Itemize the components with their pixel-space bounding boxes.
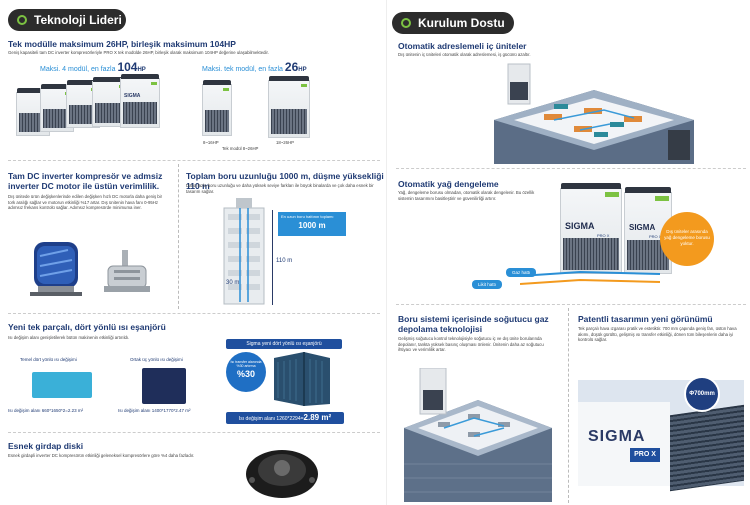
design-unit-image: SIGMA PRO X Φ700mm — [578, 376, 744, 492]
combined-value: 104 — [117, 60, 138, 74]
exchanger-c-area-prefix: Isı değişim alanı 1260*2294= — [238, 416, 304, 422]
single-unit: HP — [298, 67, 307, 73]
badge-label: Teknoloji Lideri — [34, 13, 122, 27]
liquid-line-tag: Likit hattı — [472, 280, 503, 289]
vortex-disc-image — [240, 440, 320, 500]
combined-unit: HP — [137, 67, 146, 73]
single-capacity: Maksi. tek modül, en fazla 26HP — [202, 60, 307, 74]
addressing-building-image — [484, 60, 704, 164]
exchanger-c-bubble-text: Isı transfer alanında %30 artırma — [230, 360, 262, 368]
exchanger-a-image — [32, 372, 92, 398]
exchanger-a-area: Isı değişim alanı 660*1650*2=2.23 m² — [8, 408, 84, 413]
caption-tek-modul: Tek modül 8~26HP — [222, 146, 259, 151]
height-value: 30 m — [226, 280, 240, 286]
design-brand: SIGMA — [588, 428, 646, 445]
dc-motor-image — [104, 250, 150, 300]
design-title: Patentli tasarımın yeni görünümü — [578, 314, 713, 324]
oil-bubble: Dış üniteler arasında yağ dengeleme boru… — [660, 212, 714, 266]
badge-teknoloji-lideri: Teknoloji Lideri — [8, 9, 126, 31]
piping-title: Toplam boru uzunluğu 1000 m, düşme yükse… — [186, 171, 384, 191]
oil-unit-left-brand: SIGMA — [565, 221, 595, 231]
drop-height-value: 110 m — [276, 258, 293, 264]
separator — [396, 304, 746, 305]
building-diagram — [216, 198, 272, 306]
oil-desc: Yağ, dengeleme borusu olmadan, otomatik … — [398, 190, 535, 201]
oil-unit-left-brand-sub: PRO X — [597, 233, 610, 238]
separator — [8, 160, 380, 161]
design-brand-sub: PRO X — [630, 448, 660, 462]
storage-building-image — [398, 367, 558, 502]
oil-unit-right-brand: SIGMA — [629, 223, 656, 232]
badge-dot-icon — [17, 15, 27, 25]
total-length-value: 1000 m — [298, 221, 326, 230]
single-prefix: Maksi. tek modül, en fazla — [202, 66, 283, 73]
vortex-desc: Esnek girdapli inverter DC kompresörün e… — [8, 453, 195, 458]
exchanger-b-area: Isı değişim alanı 1400*1770*2.47 m² — [118, 408, 191, 413]
combined-capacity: Maksi. 4 modül, en fazla 104HP — [40, 60, 146, 74]
caption-8-16hp: 8~16HP — [203, 140, 219, 145]
total-length-box: En uzun boru hattının toplamı 1000 m — [278, 212, 346, 236]
separator — [178, 164, 179, 309]
exchanger-c-image — [270, 350, 334, 408]
drop-height-line — [272, 210, 273, 305]
oil-unit-left: SIGMA PRO X — [560, 183, 622, 274]
separator — [396, 168, 746, 169]
exchanger-title: Yeni tek parçalı, dört yönlü ısı eşanjör… — [8, 322, 166, 332]
exchanger-c-area-value: 2.89 m² — [303, 413, 332, 422]
separator — [8, 432, 380, 433]
modular-title: Tek modülle maksimum 26HP, birleşik maks… — [8, 39, 236, 49]
compressor-title: Tam DC inverter kompresör ve admsiz inve… — [8, 171, 163, 191]
single-unit-small — [202, 80, 232, 136]
addressing-desc: Dış ünitenin iç üniteleri otomatik olara… — [398, 52, 531, 57]
single-value: 26 — [284, 60, 299, 74]
design-desc: Tek parçalı hava ızgarası pratik ve este… — [578, 326, 737, 342]
design-unit-grill — [670, 404, 744, 492]
fan-size-badge: Φ700mm — [684, 376, 720, 412]
exchanger-desc: Isı değişim alanı genişletilerek bütün m… — [8, 335, 130, 340]
separator — [8, 313, 380, 314]
oil-unit-right-brand-sub: PRO X — [649, 234, 662, 239]
separator — [568, 308, 569, 503]
exchanger-c-label: Sigma yeni dört yönlü ısı eşanjörü — [226, 339, 342, 349]
storage-title: Boru sistemi içerisinde soğutucu gaz dep… — [398, 314, 549, 334]
badge-kurulum-dostu: Kurulum Dostu — [392, 12, 514, 34]
total-length-label: En uzun boru hattının toplamı — [281, 214, 334, 219]
addressing-title: Otomatik adreslemeli iç üniteler — [398, 41, 527, 51]
page-fold — [386, 0, 387, 505]
exchanger-a-label: Temel dört yönlü ısı değişimi — [20, 357, 77, 362]
single-unit-large — [268, 76, 310, 138]
combined-units-image: SIGMA — [16, 74, 166, 136]
combined-prefix: Maksi. 4 modül, en fazla — [40, 66, 116, 73]
modular-desc: Geniş kapasiteli tam DC inverter kompres… — [8, 50, 269, 55]
gas-line-tag: Gaz hattı — [506, 268, 537, 277]
oil-title: Otomatik yağ dengeleme — [398, 179, 499, 189]
exchanger-c-bubble-value: %30 — [236, 369, 255, 379]
exchanger-b-image — [142, 368, 186, 404]
design-unit-panel: SIGMA PRO X — [578, 402, 670, 486]
exchanger-b-label: Ortak üç yönlü ısı değişimi — [130, 357, 183, 362]
compressor-image — [28, 238, 88, 300]
caption-18-26hp: 18~26HP — [276, 140, 295, 145]
oil-pipes — [519, 266, 661, 290]
exchanger-c-area: Isı değişim alanı 1260*2294=2.89 m² — [226, 412, 344, 424]
piping-desc: Daha fazla boru uzunluğu ve daha yüksek … — [186, 183, 374, 194]
exchanger-c-bubble: Isı transfer alanında %30 artırma %30 — [226, 352, 266, 392]
vortex-title: Esnek girdap diski — [8, 441, 84, 451]
storage-desc: Gelişmiş soğutucu kontrol teknolojisiyle… — [398, 336, 544, 352]
compressor-desc: Dış ünitede ürün değişkenlerinde edilen … — [8, 194, 163, 210]
badge-label: Kurulum Dostu — [418, 16, 505, 30]
badge-dot-icon — [401, 18, 411, 28]
